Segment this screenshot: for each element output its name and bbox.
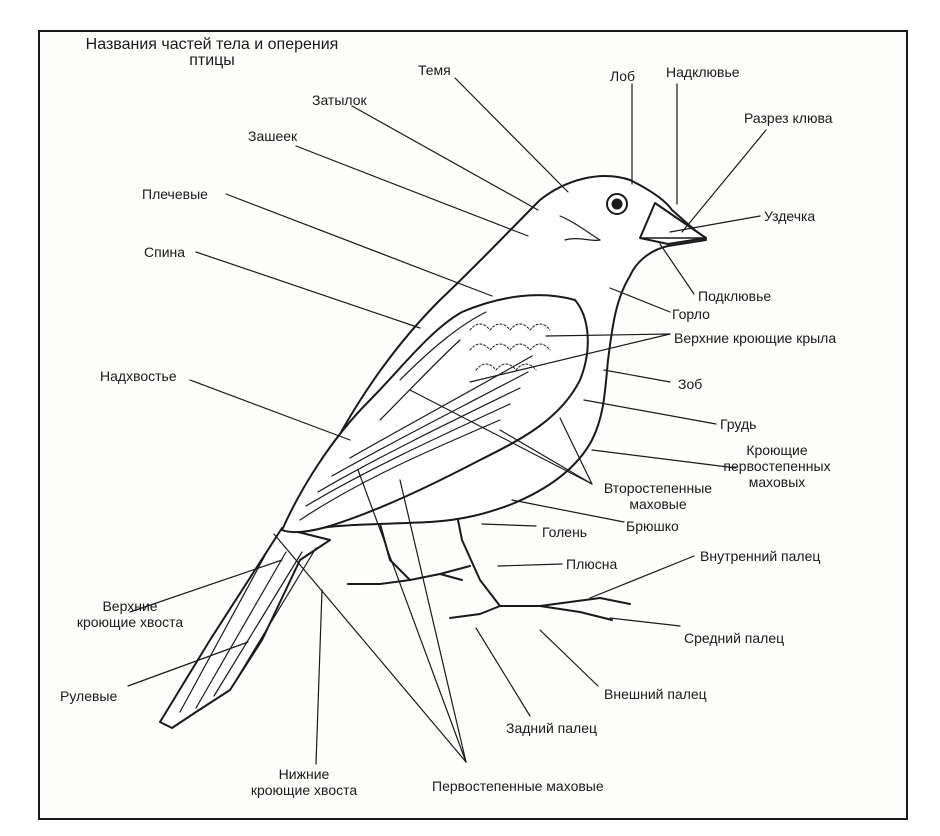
label-vnutrenniy-palets: Внутренний палец: [700, 548, 821, 564]
label-podklyuvie: Подклювье: [698, 288, 772, 304]
label-bryushko: Брюшко: [626, 518, 679, 534]
label-vtorostepennye-line-1: Второстепенные: [603, 480, 713, 496]
label-nizhnie-khvosta-line-1: Нижние: [278, 766, 330, 782]
label-pervostepennye-makhovye: Первостепенные маховые: [432, 778, 604, 794]
label-uzdechka: Уздечка: [764, 208, 816, 224]
title-line-1: Названия частей тела и оперения: [85, 36, 339, 53]
label-kroyushchie-pervostepennykh: Кроющие первостепенных маховых: [712, 442, 842, 490]
label-kroyushchie-line-1: Кроющие: [746, 442, 808, 458]
label-kroyushchie-line-3: маховых: [748, 474, 806, 490]
label-vneshniy-palets: Внешний палец: [604, 686, 707, 702]
label-plechevye: Плечевые: [142, 186, 208, 202]
label-rulevye: Рулевые: [60, 688, 118, 704]
label-verkhnie-kroyushchie-khvosta: Верхние кроющие хвоста: [40, 598, 220, 630]
label-plyusna: Плюсна: [566, 556, 618, 572]
label-lob: Лоб: [610, 68, 635, 84]
bird-leg-far: [379, 523, 471, 581]
label-verkhnie-khvosta-line-2: кроющие хвоста: [76, 614, 184, 630]
title-line-2: птицы: [189, 52, 235, 69]
label-zadniy-palets: Задний палец: [506, 720, 598, 736]
label-nizhnie-kroyushchie-khvosta: Нижние кроющие хвоста: [236, 766, 372, 798]
label-verkhnie-kroyushchie-kryla: Верхние кроющие крыла: [674, 330, 837, 346]
label-zasheek: Зашеек: [248, 128, 298, 144]
label-temya: Темя: [418, 62, 451, 78]
label-vtorostepennye-makhovye: Второстепенные маховые: [590, 480, 726, 512]
label-gorlo: Горло: [672, 306, 710, 322]
bird-beak: [639, 202, 707, 245]
label-zob: Зоб: [678, 376, 703, 392]
bird-leg-near: [457, 519, 601, 607]
label-sredniy-palets: Средний палец: [684, 630, 785, 646]
label-nadkhvoste: Надхвостье: [100, 368, 177, 384]
label-kroyushchie-line-2: первостепенных: [723, 458, 831, 474]
label-nadklyuvie: Надклювье: [666, 64, 740, 80]
label-verkhnie-khvosta-line-1: Верхние: [102, 598, 158, 614]
label-vtorostepennye-line-2: маховые: [629, 496, 687, 512]
label-grud: Грудь: [720, 416, 757, 432]
label-zatylok: Затылок: [312, 92, 367, 108]
label-golen: Голень: [542, 524, 588, 540]
label-nizhnie-khvosta-line-2: кроющие хвоста: [250, 782, 358, 798]
label-spina: Спина: [144, 244, 186, 260]
diagram-title: Названия частей тела и оперения птицы: [52, 37, 372, 69]
label-razrez-klyuva: Разрез клюва: [744, 110, 833, 126]
